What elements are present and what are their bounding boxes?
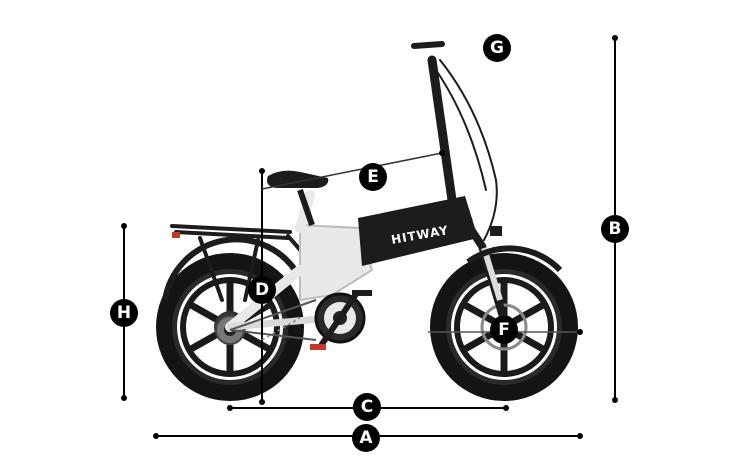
rear-frame (225, 190, 374, 332)
front-wheel (430, 253, 578, 401)
front-fender (466, 245, 563, 273)
headlight (490, 226, 502, 236)
dimension-line-d-diagonal (261, 317, 301, 341)
marker-a: A (352, 424, 380, 452)
marker-a-label: A (359, 428, 373, 448)
marker-h-label: H (117, 303, 131, 323)
seat (267, 170, 329, 226)
marker-e: E (359, 163, 387, 191)
dimension-line-e (261, 152, 443, 190)
marker-e-label: E (367, 167, 379, 187)
bike-illustration: HITWAY (156, 41, 578, 401)
marker-g: G (483, 34, 511, 62)
marker-b: B (601, 215, 629, 243)
marker-c-label: C (361, 397, 373, 417)
marker-h: H (110, 299, 138, 327)
rear-fender (162, 236, 298, 301)
main-frame: HITWAY (358, 196, 478, 266)
marker-b-label: B (609, 219, 622, 239)
marker-d: D (248, 276, 276, 304)
marker-c: C (353, 393, 381, 421)
dimension-endpoints (121, 35, 618, 439)
rear-reflector (172, 232, 180, 238)
handlebar-stem (411, 41, 498, 241)
drivetrain (229, 290, 372, 350)
marker-d-label: D (255, 280, 269, 300)
marker-f-label: F (498, 320, 510, 340)
marker-g-label: G (490, 38, 504, 58)
front-fork (466, 224, 510, 331)
marker-f: F (490, 316, 518, 344)
